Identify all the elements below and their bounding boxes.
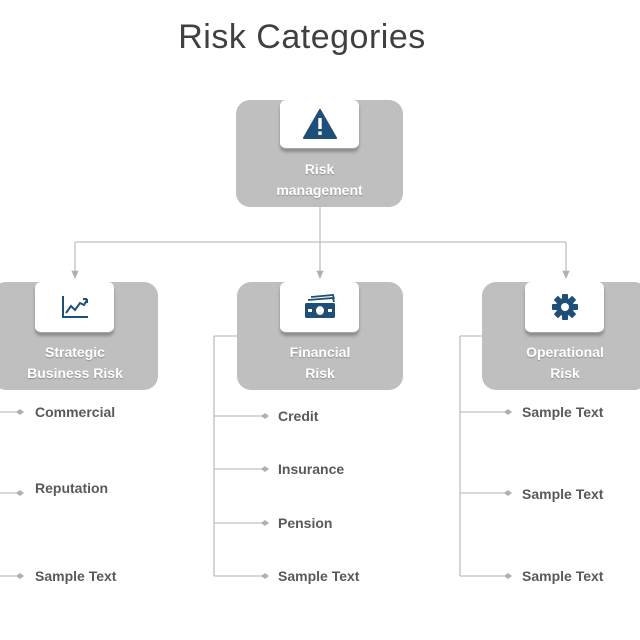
root-icon-tile (280, 100, 359, 149)
list-item-operational-sample-1: Sample Text (522, 404, 604, 420)
list-item-strategic-sample: Sample Text (35, 568, 117, 584)
line-chart-icon (61, 296, 88, 318)
financial-label-line2: Risk (305, 365, 335, 381)
root-label-line1: Risk (304, 161, 335, 177)
list-item-operational-sample-2: Sample Text (522, 486, 604, 502)
financial-label-line1: Financial (289, 344, 351, 360)
category-box-financial: Financial Risk (237, 282, 403, 390)
financial-icon-tile (280, 282, 359, 333)
strategic-label-line2: Business Risk (27, 365, 123, 381)
money-icon (304, 294, 335, 318)
list-item-operational-sample-3: Sample Text (522, 568, 604, 584)
strategic-label-line1: Strategic (45, 344, 105, 360)
operational-icon-tile (525, 282, 604, 333)
strategic-icon-tile (35, 282, 114, 333)
category-box-strategic: Strategic Business Risk (0, 282, 158, 390)
list-item-financial-sample: Sample Text (278, 568, 360, 584)
root-box: Risk management (236, 100, 403, 207)
list-item-reputation: Reputation (35, 480, 109, 496)
list-item-commercial: Commercial (35, 404, 116, 420)
gear-icon (551, 294, 578, 320)
page-title: Risk Categories (178, 18, 426, 56)
operational-label-line2: Risk (550, 365, 580, 381)
root-label-line2: management (276, 182, 363, 198)
list-item-insurance: Insurance (278, 461, 345, 477)
warning-icon (302, 109, 337, 139)
list-item-credit: Credit (278, 408, 319, 424)
operational-label-line1: Operational (526, 344, 604, 360)
list-item-pension: Pension (278, 515, 333, 531)
category-box-operational: Operational Risk (482, 282, 640, 390)
